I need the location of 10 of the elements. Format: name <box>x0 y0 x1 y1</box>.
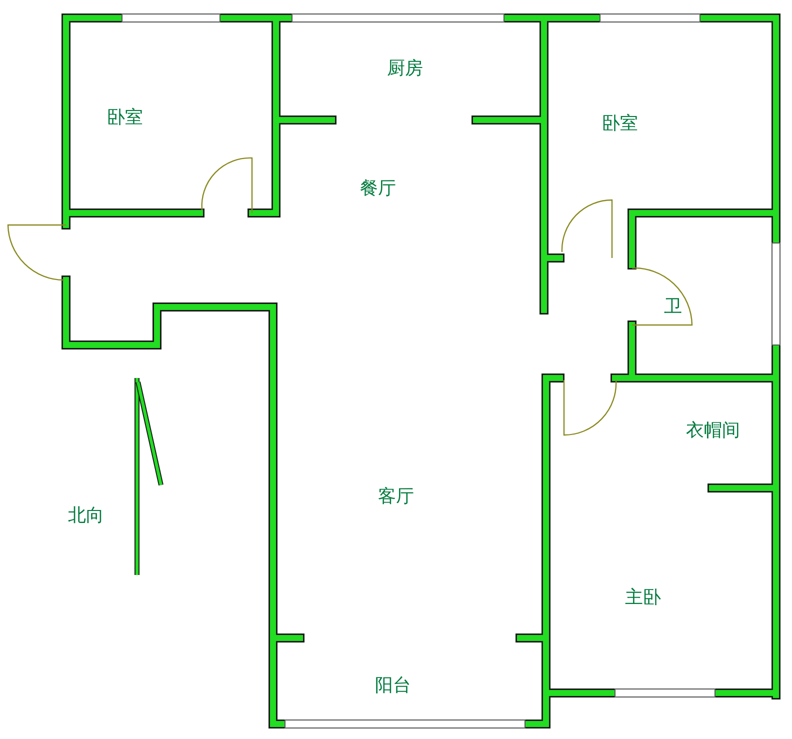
room-label: 衣帽间 <box>686 419 740 442</box>
room-label: 北向 <box>68 504 104 527</box>
room-label: 主卧 <box>625 586 661 609</box>
room-label: 卧室 <box>107 106 143 129</box>
room-label: 餐厅 <box>360 177 396 200</box>
room-label: 厨房 <box>387 57 423 80</box>
room-label: 卧室 <box>602 112 638 135</box>
room-label: 阳台 <box>375 674 411 697</box>
room-label: 卫 <box>664 295 682 318</box>
room-label: 客厅 <box>378 485 414 508</box>
